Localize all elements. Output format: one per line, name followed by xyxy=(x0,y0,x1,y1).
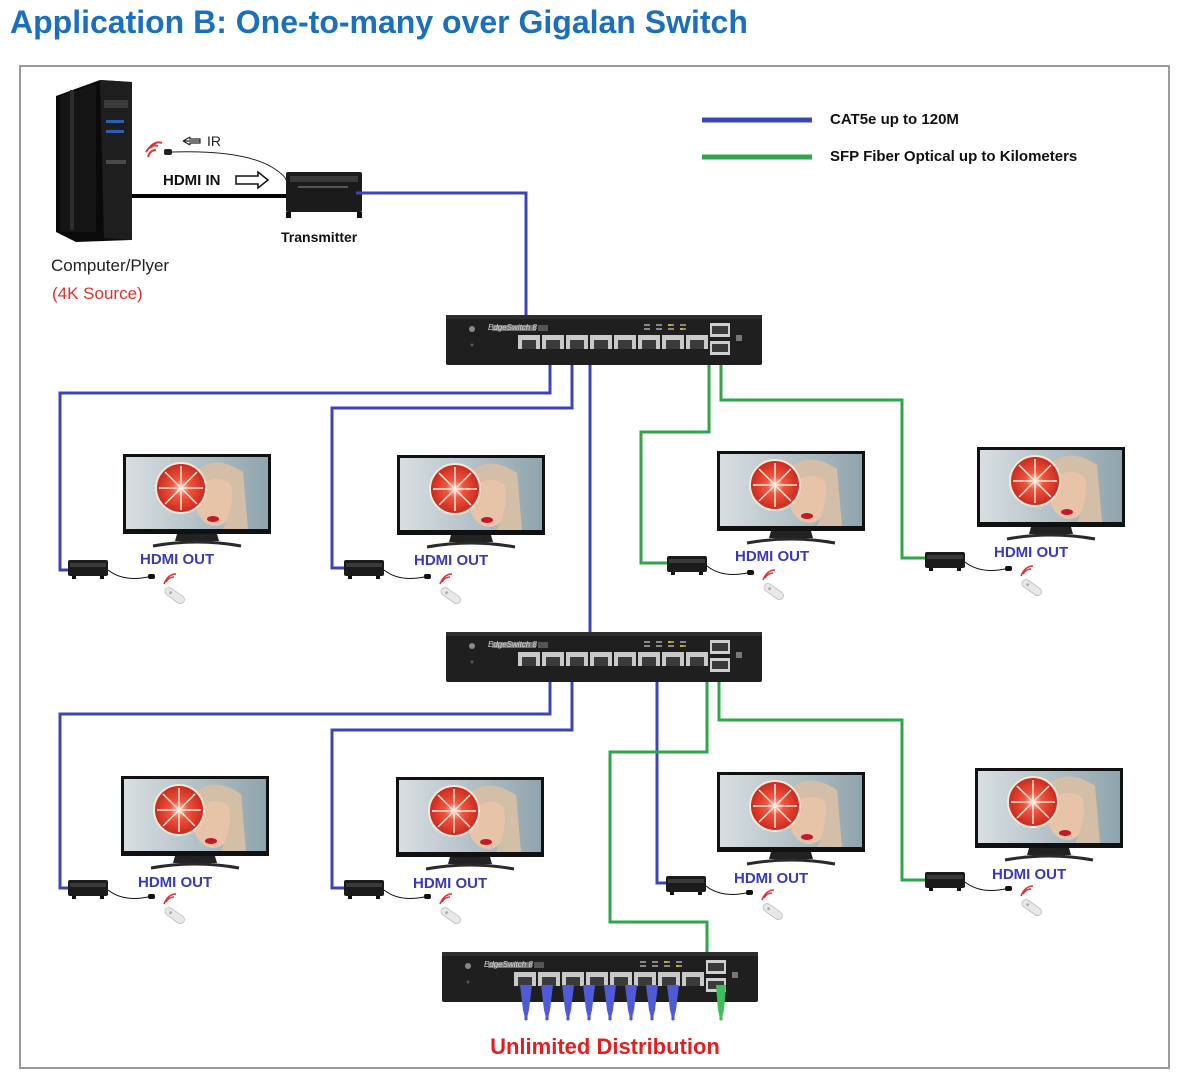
hdmi-out-label: HDMI OUT xyxy=(138,874,212,891)
page-title: Application B: One-to-many over Gigalan … xyxy=(10,4,748,40)
computer-tower-icon xyxy=(56,80,132,242)
network-switch-icon: EdgeSwitch 8 xyxy=(442,952,758,1002)
diagram-frame xyxy=(19,65,1170,1069)
hdmi-out-label: HDMI OUT xyxy=(414,552,488,569)
hdmi-out-label: HDMI OUT xyxy=(734,870,808,887)
monitor-icon xyxy=(395,453,547,549)
legend: CAT5e up to 120M SFP Fiber Optical up to… xyxy=(702,111,1077,165)
transmitter-box-icon xyxy=(286,172,362,218)
hdmi-out-label: HDMI OUT xyxy=(140,551,214,568)
switch-brand-label: EdgeSwitch 8 xyxy=(484,960,533,969)
ir-label: IR xyxy=(207,133,221,149)
monitor-icon xyxy=(715,770,867,866)
network-switch-icon: EdgeSwitch 8 xyxy=(446,315,762,365)
monitor-icon xyxy=(715,449,867,545)
monitor-icon xyxy=(973,766,1125,862)
hdmi-out-label: HDMI OUT xyxy=(992,866,1066,883)
monitor-icon xyxy=(394,775,546,871)
hdmi-out-label: HDMI OUT xyxy=(413,875,487,892)
ir-signal-icon xyxy=(145,141,172,158)
switch-brand-label: EdgeSwitch 8 xyxy=(488,640,537,649)
switch-brand-label: EdgeSwitch 8 xyxy=(488,323,537,332)
hdmi-out-label: HDMI OUT xyxy=(994,544,1068,561)
monitor-icon xyxy=(975,445,1127,541)
legend-cat5e-label: CAT5e up to 120M xyxy=(830,111,959,128)
monitor-icon xyxy=(119,774,271,870)
computer-label: Computer/Plyer xyxy=(51,256,169,275)
monitor-icon xyxy=(121,452,273,548)
distribution-connectors xyxy=(520,985,726,1022)
legend-fiber-label: SFP Fiber Optical up to Kilometers xyxy=(830,148,1077,165)
fiber-cables xyxy=(608,340,928,962)
transmitter-label: Transmitter xyxy=(281,229,358,245)
hdmi-in-label: HDMI IN xyxy=(163,172,221,189)
source-label: (4K Source) xyxy=(52,284,143,303)
hdmi-out-label: HDMI OUT xyxy=(735,548,809,565)
cat5e-cables xyxy=(58,191,670,890)
network-switch-icon: EdgeSwitch 8 xyxy=(446,632,762,682)
unlimited-distribution-label: Unlimited Distribution xyxy=(490,1034,720,1059)
arrow-right-icon xyxy=(235,170,270,190)
